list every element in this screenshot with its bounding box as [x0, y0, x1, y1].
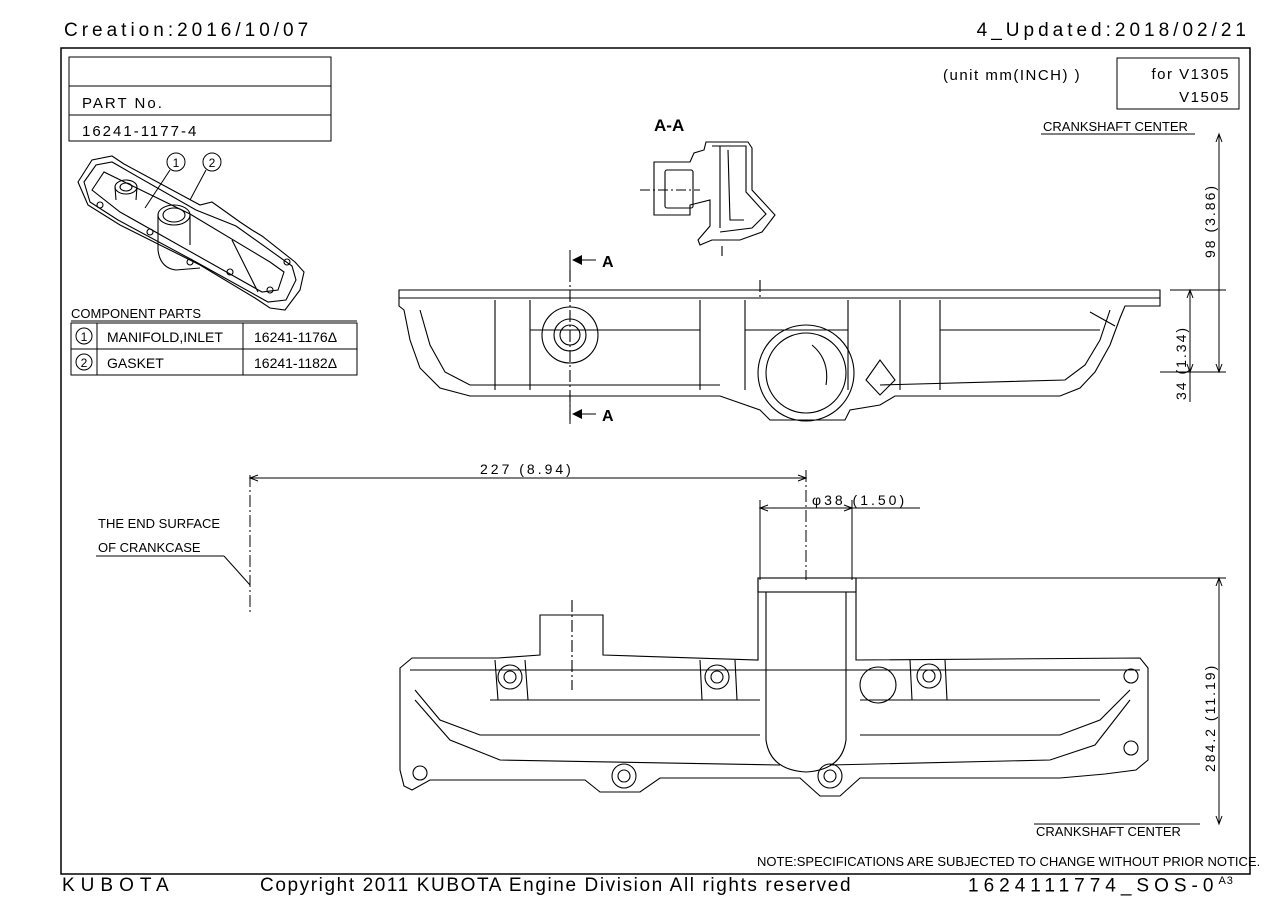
brand-name: KUBOTA [62, 875, 175, 896]
isometric-view [77, 155, 305, 311]
creation-date: Creation:2016/10/07 [64, 20, 313, 41]
dimension-227-label: 227 (8.94) [480, 461, 574, 477]
dimension-227 [248, 470, 808, 580]
component-row-1: 1 MANIFOLD,INLET 16241-1176Δ [75, 327, 337, 345]
title-block [68, 56, 332, 142]
sheet-size: A3 [1218, 875, 1234, 887]
component-row-2: 2 GASKET 16241-1182Δ [75, 353, 337, 371]
component-name: MANIFOLD,INLET [107, 329, 223, 345]
dimension-284-label: 284.2 (11.19) [1202, 664, 1218, 772]
dimension-98-label: 98 (3.86) [1202, 184, 1218, 258]
svg-text:1: 1 [81, 330, 88, 344]
end-surface-label-2: OF CRANKCASE [98, 540, 201, 555]
model-line-1: for V1305 [1151, 66, 1230, 83]
top-view [398, 270, 1161, 422]
svg-text:1: 1 [173, 156, 180, 170]
drawing-number: 1624111774_SOS-0A3 [968, 875, 1234, 897]
part-number: 16241-1177-4 [82, 123, 198, 140]
model-box [1116, 57, 1240, 110]
balloon-2: 2 [189, 152, 222, 201]
specification-note: NOTE:SPECIFICATIONS ARE SUBJECTED TO CHA… [757, 854, 1260, 869]
model-line-2: V1505 [1179, 89, 1230, 106]
unit-note: (unit mm(INCH) ) [943, 67, 1081, 84]
updated-date: 4_Updated:2018/02/21 [976, 20, 1250, 41]
crankshaft-center-bottom-label: CRANKSHAFT CENTER [1036, 824, 1181, 839]
component-part-number: 16241-1176Δ [254, 329, 337, 345]
dimension-98 [1160, 132, 1226, 374]
balloon-1: 1 [144, 152, 186, 209]
svg-text:A: A [602, 408, 614, 425]
component-table [70, 320, 358, 376]
copyright: Copyright 2011 KUBOTA Engine Division Al… [260, 875, 853, 896]
svg-text:2: 2 [209, 156, 216, 170]
section-title: A-A [654, 116, 684, 135]
svg-text:2: 2 [81, 356, 88, 370]
dimension-34-label: 34 (1.34) [1173, 326, 1189, 400]
end-surface-leader [96, 475, 251, 615]
dimension-34 [1186, 288, 1194, 402]
crankshaft-center-top-label: CRANKSHAFT CENTER [1043, 119, 1188, 134]
dimension-284 [856, 576, 1226, 826]
component-parts-heading: COMPONENT PARTS [71, 306, 201, 321]
component-name: GASKET [107, 355, 164, 371]
part-no-label: PART No. [82, 95, 164, 112]
section-cut-mark-bottom: A [569, 402, 614, 425]
dimension-phi38-label: φ38 (1.50) [812, 492, 907, 508]
component-part-number: 16241-1182Δ [254, 355, 337, 371]
svg-text:A: A [602, 254, 614, 271]
section-cut-mark-top: A [569, 250, 614, 272]
dimension-phi38 [758, 500, 920, 580]
front-view [399, 577, 1149, 797]
end-surface-label-1: THE END SURFACE [98, 516, 220, 531]
drawing-frame [60, 47, 1251, 875]
section-view [640, 141, 776, 256]
